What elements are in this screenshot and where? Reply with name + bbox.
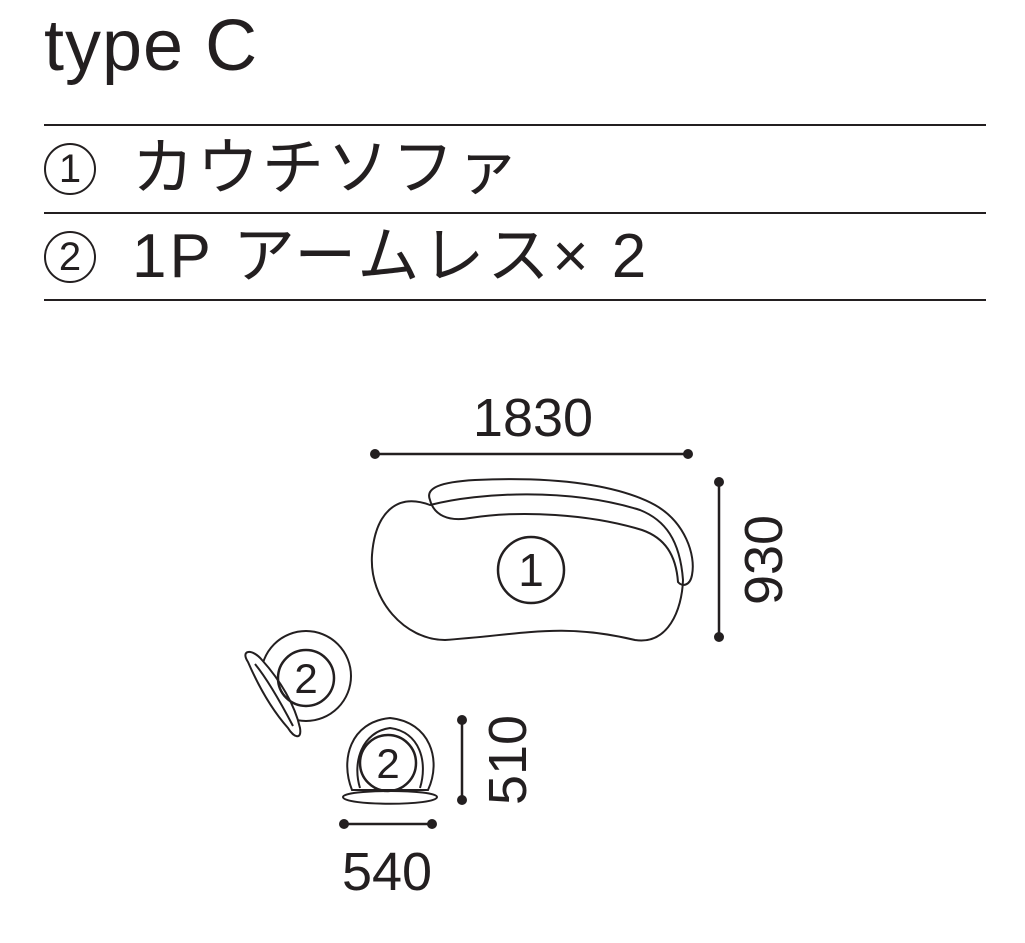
couch-width-dimension: 1830 [370, 388, 693, 459]
legend-item-chairs: 2 1P アームレス× 2 [44, 214, 649, 300]
item-label: カウチソファ [132, 134, 523, 203]
armless-chair-upright: 2 [341, 716, 439, 805]
couch-depth-dimension: 930 [714, 477, 794, 642]
legend-item-couch: 1 カウチソファ [44, 126, 522, 212]
item-number-badge: 1 [44, 143, 96, 195]
chair-width-dimension: 540 [339, 819, 437, 902]
divider-middle [44, 212, 986, 214]
divider-top [44, 124, 986, 126]
chair-depth-dimension: 510 [457, 715, 538, 805]
item-label: 1P アームレス× 2 [132, 222, 650, 291]
couch-sofa-shape [370, 478, 694, 642]
couch-depth-label: 930 [734, 515, 794, 605]
armless-chair-rotated: 2 [244, 630, 352, 738]
chair-depth-label: 510 [478, 715, 538, 805]
item-number-badge: 2 [44, 231, 96, 283]
chair-number-label: 2 [294, 655, 317, 702]
chair-width-label: 540 [342, 842, 432, 902]
divider-bottom [44, 299, 986, 301]
page-title: type C [44, 6, 259, 86]
couch-width-label: 1830 [473, 388, 593, 448]
couch-number-label: 1 [518, 544, 544, 596]
couch-number-marker: 1 [496, 535, 566, 605]
chair-number-label: 2 [376, 740, 399, 787]
